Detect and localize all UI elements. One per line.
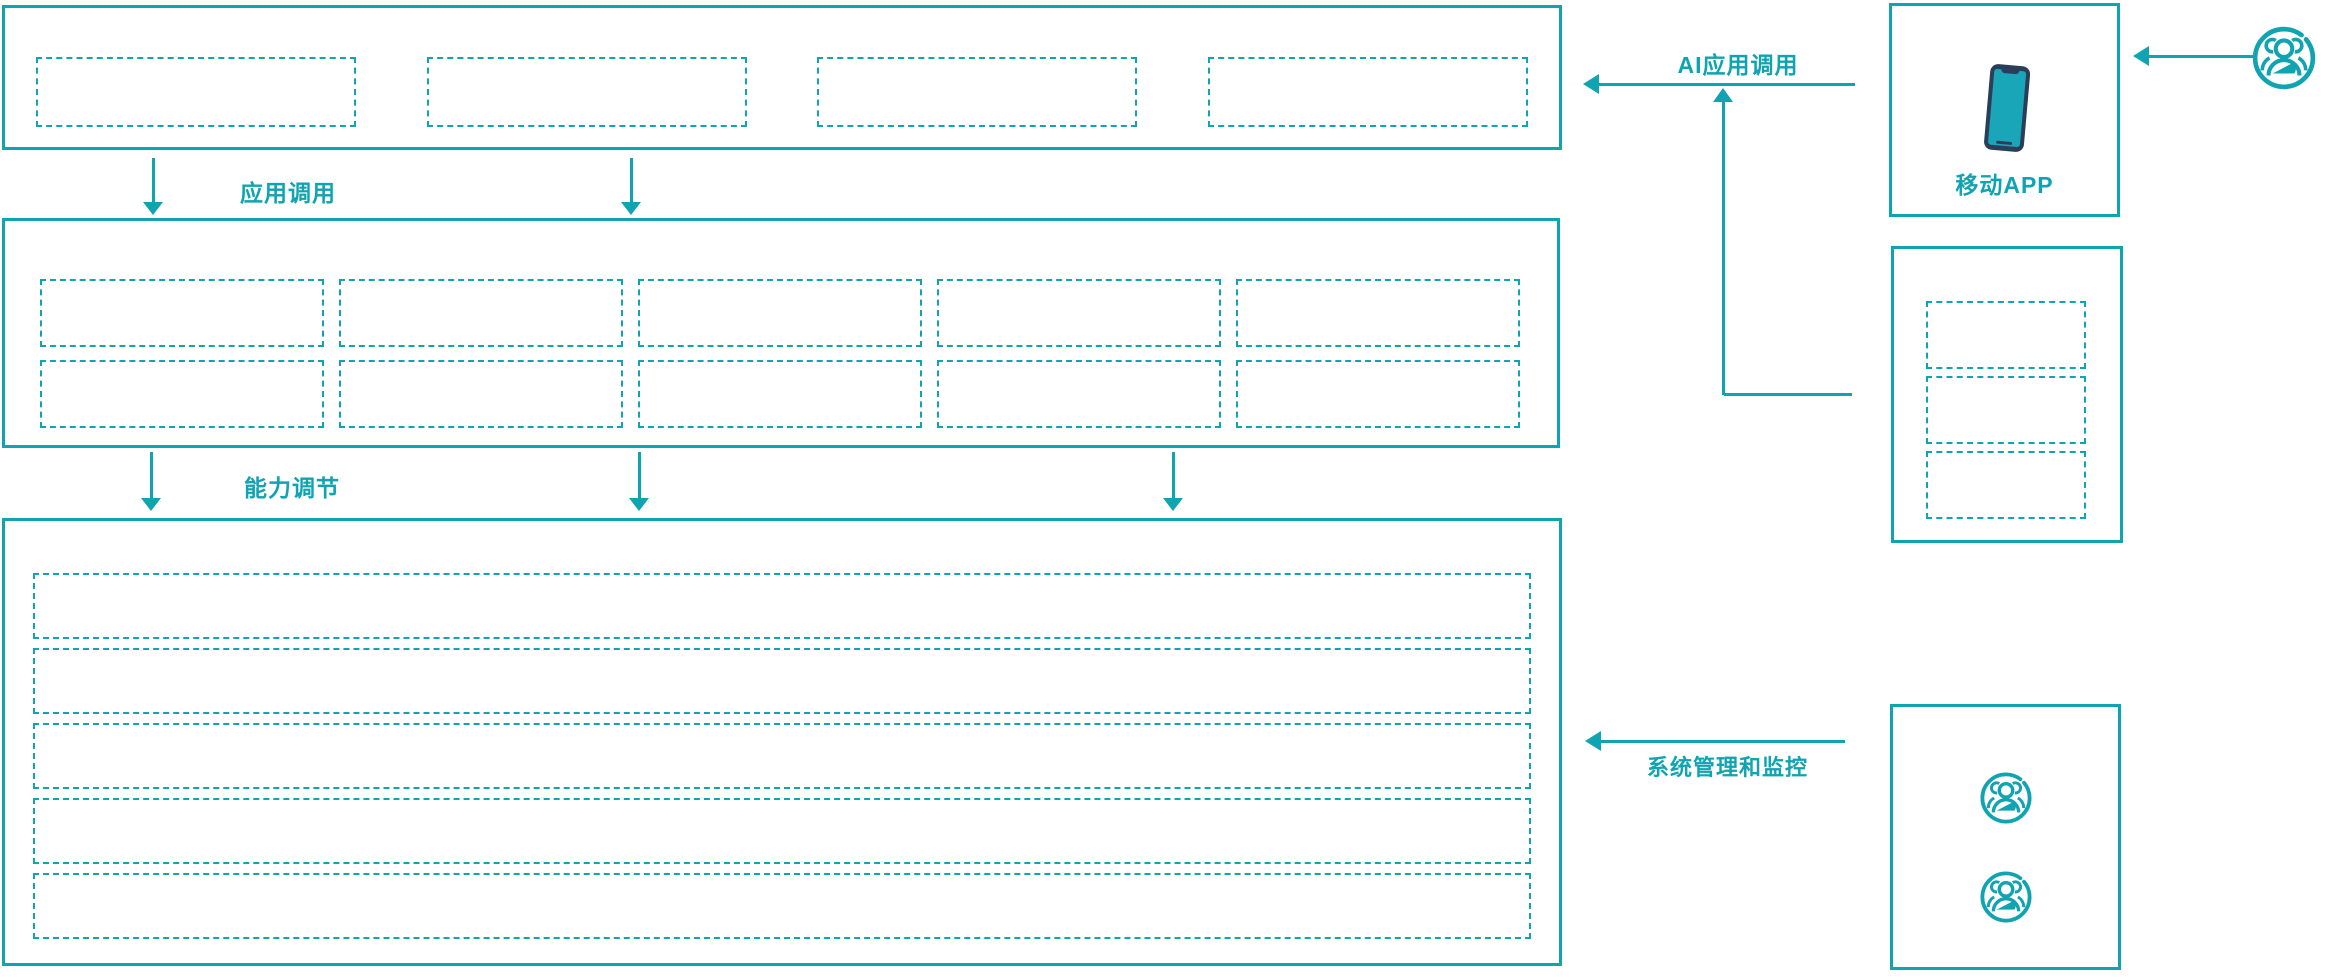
mobile-app-label: 移动APP xyxy=(1955,172,2054,198)
placeholder-box xyxy=(1926,376,2086,444)
arrow-shaft xyxy=(629,158,633,202)
placeholder-box xyxy=(937,279,1221,347)
down-arrow xyxy=(141,452,161,511)
smartphone-icon xyxy=(1984,62,2031,156)
down-arrow xyxy=(1163,452,1183,511)
placeholder-box xyxy=(339,360,623,428)
placeholder-box xyxy=(36,57,356,127)
arrow-shaft xyxy=(151,158,155,202)
ai-call-label: AI应用调用 xyxy=(1677,52,1799,78)
arrow-shaft xyxy=(1599,739,1845,743)
arrow-shaft xyxy=(2147,54,2256,58)
middle-capability-panel xyxy=(2,218,1560,448)
capability-label: 能力调节 xyxy=(244,475,340,501)
users-icon xyxy=(2251,25,2317,91)
placeholder-box xyxy=(33,723,1531,789)
ai-call-arrow xyxy=(1583,74,1855,94)
arrow-head-icon xyxy=(621,202,641,215)
down-arrow xyxy=(621,158,641,215)
connector-horizontal-line xyxy=(1724,393,1852,396)
arrow-head-icon xyxy=(1585,731,1601,751)
placeholder-box xyxy=(33,873,1531,939)
arrow-head-icon xyxy=(143,202,163,215)
arrow-shaft xyxy=(1597,82,1855,86)
top-application-panel xyxy=(2,5,1562,150)
placeholder-box xyxy=(817,57,1138,127)
placeholder-box xyxy=(1236,360,1520,428)
mobile-app-box: 移动APP xyxy=(1889,3,2120,217)
bottom-platform-panel xyxy=(2,518,1562,966)
placeholder-box xyxy=(1236,279,1520,347)
placeholder-box xyxy=(1926,301,2086,369)
arrow-shaft xyxy=(637,452,641,498)
down-arrow xyxy=(143,158,163,215)
placeholder-box xyxy=(1926,451,2086,519)
placeholder-box xyxy=(638,360,922,428)
placeholder-box xyxy=(339,279,623,347)
placeholder-box xyxy=(33,648,1531,714)
arrow-head-up-icon xyxy=(1713,88,1733,102)
placeholder-box xyxy=(638,279,922,347)
arrow-shaft xyxy=(1171,452,1175,498)
arrow-head-icon xyxy=(141,498,161,511)
placeholder-box xyxy=(40,279,324,347)
arrow-shaft xyxy=(149,452,153,498)
users-icon xyxy=(1979,870,2033,924)
placeholder-box xyxy=(937,360,1221,428)
user-to-app-arrow xyxy=(2133,46,2256,66)
placeholder-box xyxy=(40,360,324,428)
sys-monitor-arrow xyxy=(1585,731,1845,751)
connector-vertical-line xyxy=(1722,101,1725,395)
arrow-head-icon xyxy=(629,498,649,511)
admin-users-box xyxy=(1890,704,2121,970)
placeholder-box xyxy=(33,573,1531,639)
users-icon xyxy=(1979,771,2033,825)
arrow-head-icon xyxy=(2133,46,2149,66)
app-call-label: 应用调用 xyxy=(240,180,336,206)
arrow-head-icon xyxy=(1163,498,1183,511)
down-arrow xyxy=(629,452,649,511)
sys-monitor-label: 系统管理和监控 xyxy=(1646,755,1808,780)
channel-apps-box xyxy=(1891,246,2123,543)
placeholder-box xyxy=(426,57,747,127)
placeholder-box xyxy=(1207,57,1528,127)
arrow-head-icon xyxy=(1583,74,1599,94)
placeholder-box xyxy=(33,798,1531,864)
